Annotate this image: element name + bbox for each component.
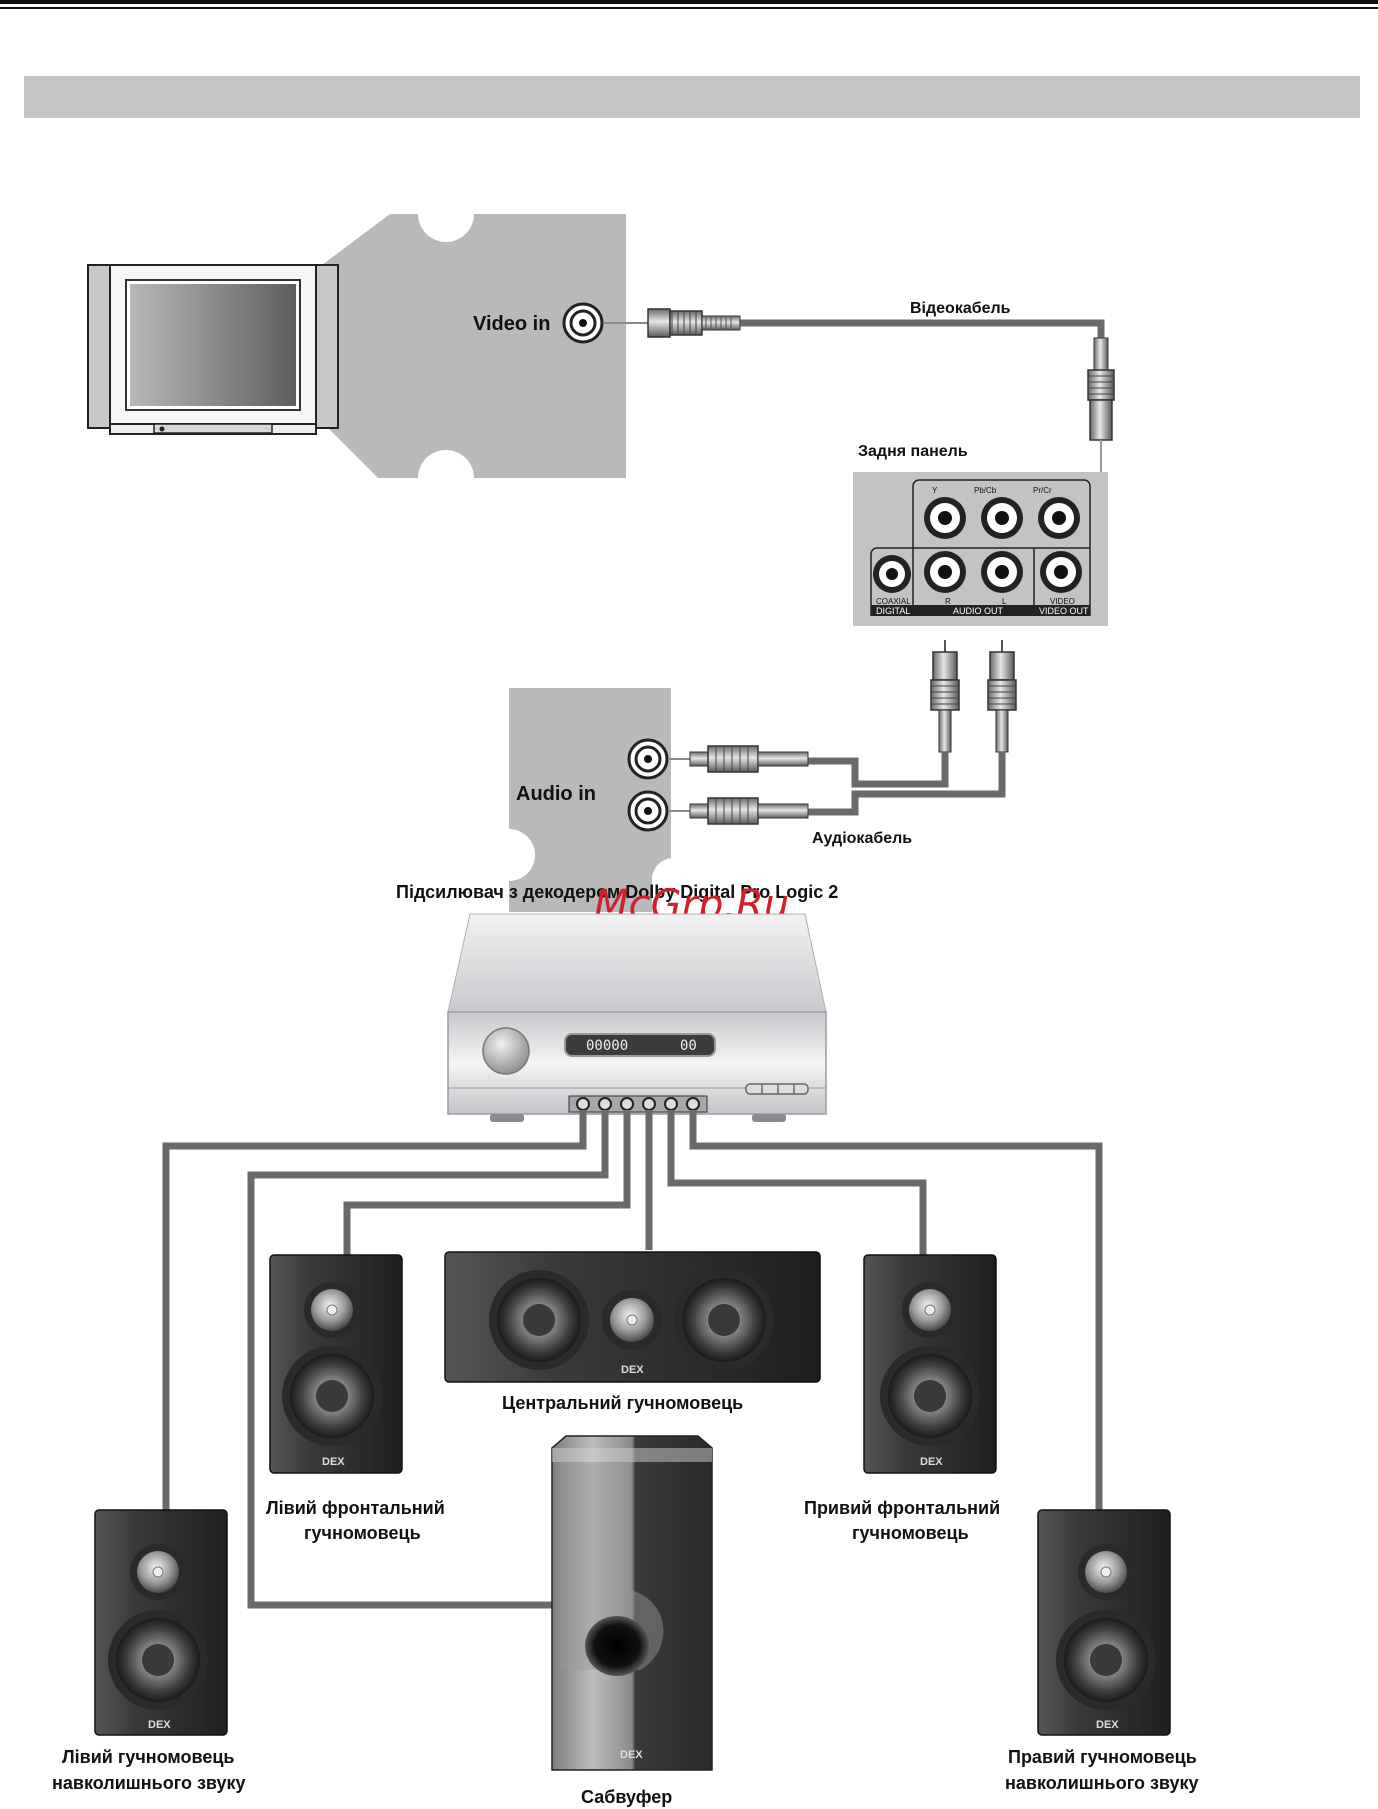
tv-input-panel: [318, 214, 626, 478]
right-surround-label-line1: Правий гучномовець: [1008, 1747, 1197, 1767]
video-cable-label: Відеокабель: [910, 300, 1011, 317]
component-y-jack: [924, 497, 966, 539]
amp-input-panel: [509, 688, 671, 912]
jack-label-r: R: [945, 597, 951, 606]
display-digits-right: 00: [680, 1038, 697, 1054]
component-pbcb-jack: [981, 497, 1023, 539]
left-surround-label-line2: навколишнього звуку: [52, 1773, 246, 1793]
right-surround-label-line2: навколишнього звуку: [1005, 1773, 1199, 1793]
amplifier-label: Підсилювач з декодером Dolby Digital Pro…: [396, 882, 838, 902]
header-rule: [0, 0, 1378, 9]
audio-in-jack-bottom: [627, 790, 669, 832]
center-speaker: DEX: [444, 1251, 821, 1383]
display-digits-left: 00000: [586, 1038, 628, 1054]
left-front-label-line2: гучномовець: [304, 1523, 421, 1543]
left-surround-speaker: DEX: [94, 1509, 228, 1736]
left-front-label-line1: Лівий фронтальний: [266, 1498, 445, 1518]
subwoofer-label: Сабвуфер: [581, 1787, 672, 1807]
jack-label-l: L: [1002, 597, 1007, 606]
subwoofer: DEX: [551, 1435, 713, 1771]
jack-label-coaxial: COAXIAL: [876, 597, 911, 606]
speaker-wires: [162, 1110, 1103, 1609]
audio-cable-label: Аудіокабель: [812, 830, 912, 847]
audio-out-r-jack: [924, 551, 966, 593]
speaker-brand-right-front: DEX: [920, 1456, 943, 1468]
jack-label-prcr: Pr/Cr: [1033, 486, 1052, 495]
right-front-label-line2: гучномовець: [852, 1523, 969, 1543]
audio-in-jack-top: [627, 738, 669, 780]
speaker-brand-subwoofer: DEX: [620, 1749, 643, 1761]
speaker-brand-center: DEX: [621, 1364, 644, 1376]
video-in-jack: [562, 302, 604, 344]
rear-panel: Y Pb/Cb Pr/Cr COAXIAL R L VIDEO DIGITAL …: [853, 472, 1108, 626]
jack-label-y: Y: [932, 486, 938, 495]
tv: [87, 264, 339, 435]
left-front-speaker: DEX: [269, 1254, 403, 1474]
audio-in-label: Audio in: [516, 783, 596, 805]
speaker-brand-right-surround: DEX: [1096, 1719, 1119, 1731]
section-bar: [24, 76, 1360, 118]
av-receiver: 00000 00: [447, 913, 827, 1122]
right-front-speaker: DEX: [863, 1254, 997, 1474]
right-front-label-line1: Привий фронтальний: [804, 1498, 1000, 1518]
video-out-jack: [1040, 551, 1082, 593]
volume-knob: [482, 1027, 530, 1075]
audio-out-l-jack: [981, 551, 1023, 593]
jack-label-video: VIDEO: [1050, 597, 1075, 606]
speaker-brand-left-front: DEX: [322, 1456, 345, 1468]
jack-label-pbcb: Pb/Cb: [974, 486, 997, 495]
component-prcr-jack: [1038, 497, 1080, 539]
rear-panel-label: Задня панель: [858, 443, 968, 460]
center-speaker-label: Центральний гучномовець: [502, 1393, 743, 1413]
jack-label-digital: DIGITAL: [876, 606, 910, 616]
speaker-brand-left-surround: DEX: [148, 1719, 171, 1731]
audio-cable: [808, 752, 1006, 816]
jack-label-audio-out: AUDIO OUT: [953, 606, 1004, 616]
audio-cable-plugs-amp: [668, 745, 809, 825]
video-in-label: Video in: [473, 313, 550, 335]
right-surround-speaker: DEX: [1037, 1509, 1171, 1736]
jack-label-video-out: VIDEO OUT: [1039, 606, 1089, 616]
left-surround-label-line1: Лівий гучномовець: [62, 1747, 234, 1767]
coaxial-digital-jack: [873, 555, 911, 593]
receiver-display: [564, 1033, 716, 1057]
audio-cable-plugs-top: [930, 640, 1017, 753]
